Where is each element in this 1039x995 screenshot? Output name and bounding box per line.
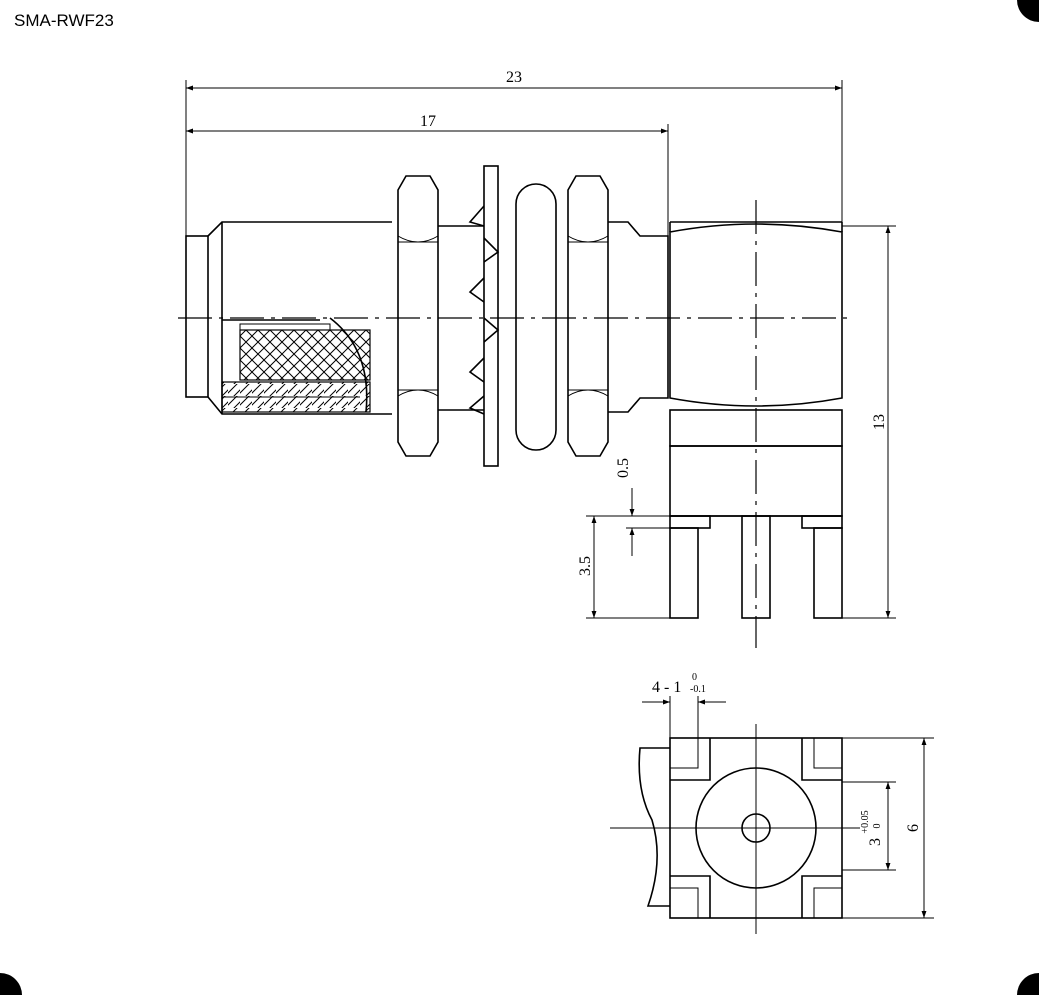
hex-nut-left <box>397 175 439 457</box>
ferrule-section <box>221 381 371 413</box>
nut-curve <box>567 235 609 397</box>
dim-board-gap: 0.5 <box>615 458 632 478</box>
corner-mark-bottom-right <box>1017 973 1039 995</box>
model-number: SMA-RWF23 <box>14 11 114 30</box>
pad-bottom-right <box>801 875 842 918</box>
neck <box>608 221 669 413</box>
section-curve <box>329 317 368 413</box>
break-line <box>638 747 670 907</box>
pad-top-left-inner <box>670 738 699 769</box>
pad-bottom-right-inner <box>813 887 842 918</box>
pad-top-left <box>670 738 711 781</box>
dim-pitch-tol-lower: 0 <box>872 824 883 829</box>
dim-panel-length: 17 <box>420 113 436 130</box>
dim-footprint-width: 6 <box>905 824 922 832</box>
dim-pin-length: 3.5 <box>577 556 594 576</box>
o-ring <box>515 183 557 451</box>
nut-curve <box>397 235 439 397</box>
dim-pin-tol-lower: -0.1 <box>690 684 706 695</box>
pad-bottom-left <box>670 875 711 918</box>
dim-overall-length: 23 <box>506 69 522 86</box>
footprint-view <box>610 724 860 934</box>
pad-top-right-inner <box>813 738 842 769</box>
pin-left <box>669 527 699 619</box>
dim-pitch-tol-upper: +0.05 <box>860 810 871 833</box>
dim-pin-tol-upper: 0 <box>692 672 697 683</box>
side-view <box>178 165 852 648</box>
cable-stub <box>185 235 209 398</box>
pad-top-right <box>801 738 842 781</box>
contact-section <box>239 323 331 331</box>
panel-washer <box>483 165 499 467</box>
pad-bottom-left-inner <box>670 887 699 918</box>
pin-right <box>813 527 843 619</box>
dim-pitch: 3 <box>867 838 884 846</box>
dim-pin-spec: 4 - 1 <box>652 679 681 696</box>
side-dimensions: 23 17 13 0.5 3.5 <box>185 69 896 619</box>
hex-nut-right <box>567 175 609 457</box>
standoff-right <box>801 515 843 529</box>
braid-section <box>239 329 371 381</box>
dim-height: 13 <box>871 414 888 430</box>
barrel-housing <box>669 223 843 407</box>
footprint-dimensions: 4 - 1 0 -0.1 6 3 +0.05 0 <box>642 672 934 919</box>
standoff-left <box>669 515 711 529</box>
